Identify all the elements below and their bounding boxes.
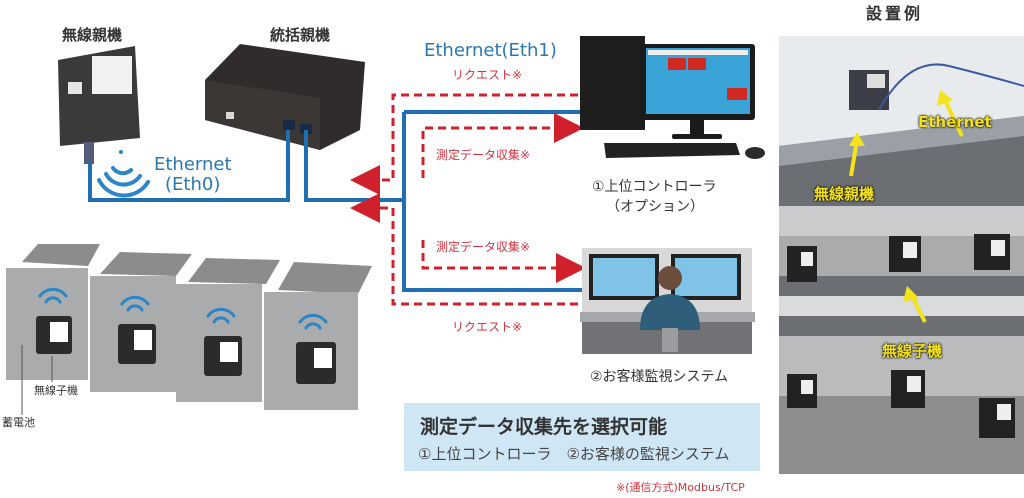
battery-wifi-icons: [38, 287, 328, 330]
wireless-slave-label: 無線子機: [34, 384, 78, 397]
network-diagram: [6, 36, 765, 415]
photo-wireless-slave-label: 無線子機: [882, 342, 943, 360]
ethernet-eth0-sublabel: (Eth0): [165, 174, 221, 195]
collect-top-label: 測定データ収集※: [436, 148, 531, 162]
wifi-icon: [97, 150, 150, 198]
data-flow-arrows: [350, 93, 586, 306]
battery-unit: [264, 262, 372, 410]
controller-pc: [580, 36, 765, 159]
installation-photo: [779, 36, 1024, 474]
callout-arrows: [849, 90, 964, 323]
ethernet-cables: [88, 110, 583, 292]
integrated-master-device: [205, 44, 365, 150]
collect-bottom-label: 測定データ収集※: [436, 240, 531, 254]
storage-battery-label: 蓄電池: [2, 416, 35, 429]
ethernet-eth1-label: Ethernet(Eth1): [424, 40, 557, 61]
photo-wireless-master-label: 無線親機: [814, 185, 875, 203]
installation-title: 設置例: [866, 4, 924, 23]
info-box-subtitle: ①上位コントローラ ②お客様の監視システム: [418, 445, 730, 463]
info-box-title: 測定データ収集先を選択可能: [420, 416, 668, 438]
protocol-footnote: ※(通信方式)Modbus/TCP: [616, 481, 745, 494]
photo-ethernet-label: Ethernet: [918, 113, 992, 131]
ethernet-eth0-label: Ethernet: [154, 154, 232, 175]
request-bottom-label: リクエスト※: [452, 320, 523, 334]
monitoring-workstation: [580, 248, 755, 354]
monitoring-caption: ②お客様監視システム: [590, 369, 729, 385]
request-top-label: リクエスト※: [452, 68, 523, 82]
info-box: 測定データ収集先を選択可能 ①上位コントローラ ②お客様の監視システム: [404, 403, 760, 471]
installation-photo-illustration: [779, 36, 1024, 474]
battery-array: [6, 244, 372, 415]
integrated-master-label: 統括親機: [270, 26, 331, 44]
wireless-master-device: [58, 46, 140, 164]
controller-caption: ①上位コントローラ: [592, 179, 717, 195]
battery-unit: [6, 244, 100, 380]
wireless-master-label: 無線親機: [62, 26, 123, 44]
controller-option-caption: （オプション）: [606, 199, 704, 215]
